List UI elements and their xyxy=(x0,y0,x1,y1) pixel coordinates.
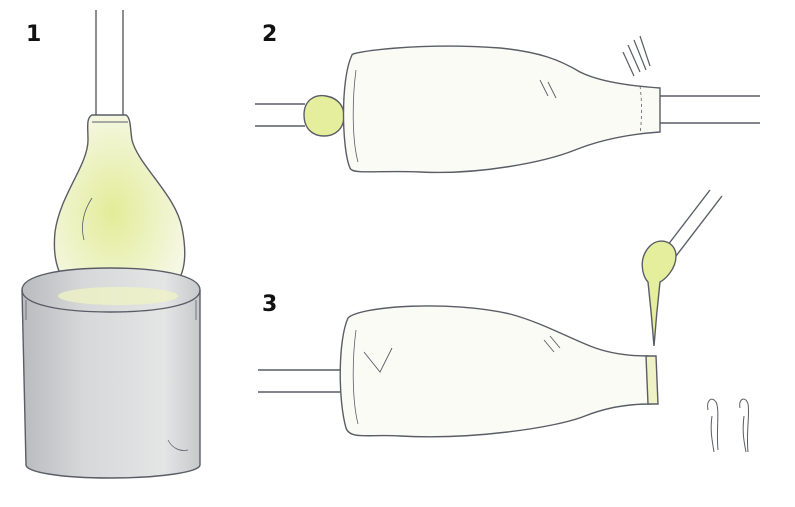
glass-bottle-icon xyxy=(54,115,184,292)
panel-3-lip-finishing xyxy=(258,190,749,452)
punty-rod-icon xyxy=(255,104,305,126)
blowpipe-icon xyxy=(258,370,340,392)
glass-bottle-icon xyxy=(340,306,650,437)
hot-glass-gather-icon xyxy=(304,96,344,136)
blowpipe-icon xyxy=(660,96,760,123)
shears-icon xyxy=(708,399,749,452)
panel-2-bottle-on-pipe xyxy=(255,36,760,172)
gather-rod-icon xyxy=(642,190,722,346)
glass-bottle-icon xyxy=(344,46,661,172)
hot-glass-gather-icon xyxy=(642,241,676,346)
panel-1-mold-blowing xyxy=(22,10,200,478)
blowpipe-icon xyxy=(96,10,123,115)
mold-icon xyxy=(22,268,200,478)
